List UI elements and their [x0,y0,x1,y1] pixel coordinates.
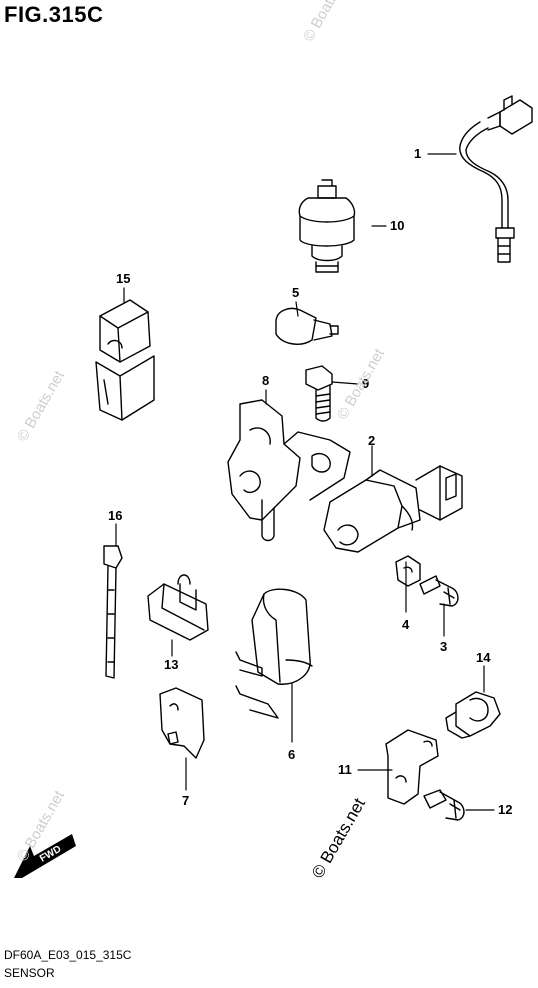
part-13-clip [147,574,209,641]
callout-6: 6 [288,747,296,762]
callout-8: 8 [262,373,270,388]
part-1-sensor-lead [459,95,533,263]
part-2-main-sensor [323,465,463,553]
figure-code: DF60A_E03_015_315C [4,948,132,962]
callout-3: 3 [440,639,448,654]
callout-5: 5 [292,285,300,300]
callout-15: 15 [116,271,131,286]
callout-16: 16 [108,508,123,523]
part-3-screw [419,575,459,607]
part-4-plate [395,555,421,587]
part-15-holder [95,299,155,421]
part-16-cable-tie [103,545,123,679]
callout-7: 7 [182,793,190,808]
figure-caption: SENSOR [4,966,55,980]
callout-2: 2 [368,433,376,448]
figure-title: FIG.315C [4,2,104,27]
callout-10: 10 [390,218,405,233]
part-6-sleeve [235,588,313,719]
callout-12: 12 [498,802,513,817]
part-14-clamp [445,691,501,739]
part-11-bracket [385,729,439,805]
leader-lines [115,153,495,811]
part-7-plate [159,687,205,759]
callout-14: 14 [476,650,491,665]
part-8-bracket [227,399,351,542]
part-5-cap [275,307,339,345]
part-9-bolt [305,365,333,422]
fwd-label: FWD [38,844,63,865]
callout-9: 9 [362,376,370,391]
part-10-pressure-switch [298,179,356,273]
callout-11: 11 [338,762,352,777]
callout-1: 1 [414,146,422,161]
part-12-bolt [423,789,465,821]
callout-4: 4 [402,617,410,632]
callout-13: 13 [164,657,179,672]
